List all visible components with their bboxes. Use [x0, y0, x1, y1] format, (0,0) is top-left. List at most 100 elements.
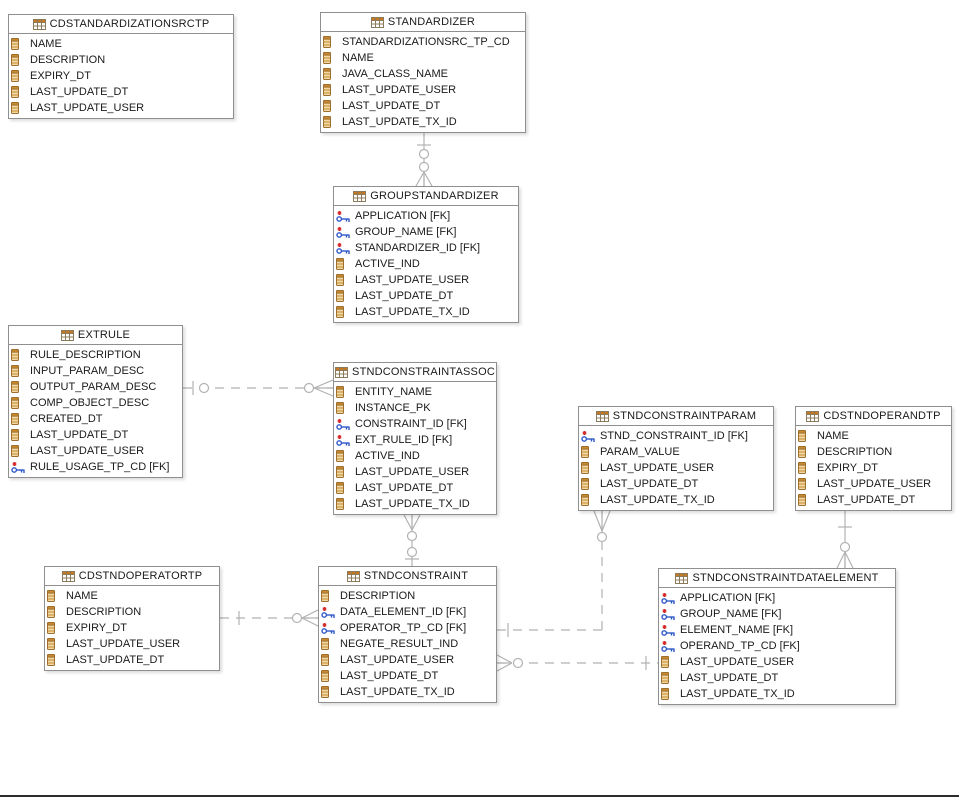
entity-stndconstraintparam[interactable]: STNDCONSTRAINTPARAM STND_CONSTRAINT_ID […: [578, 406, 774, 511]
entity-groupstandardizer[interactable]: GROUPSTANDARDIZER APPLICATION [FK] GROUP…: [333, 186, 519, 323]
column-row[interactable]: LAST_UPDATE_USER: [319, 652, 496, 668]
entity-columns: STND_CONSTRAINT_ID [FK] PARAM_VALUE LAST…: [579, 426, 773, 510]
column-row[interactable]: OPERAND_TP_CD [FK]: [659, 638, 895, 654]
column-row[interactable]: APPLICATION [FK]: [334, 208, 518, 224]
column-row[interactable]: COMP_OBJECT_DESC: [9, 395, 182, 411]
column-row[interactable]: LAST_UPDATE_DT: [9, 84, 233, 100]
column-row[interactable]: STND_CONSTRAINT_ID [FK]: [579, 428, 773, 444]
entity-stndconstraintassoc[interactable]: STNDCONSTRAINTASSOC ENTITY_NAME INSTANCE…: [333, 362, 497, 515]
column-row[interactable]: NEGATE_RESULT_IND: [319, 636, 496, 652]
column-label: DESCRIPTION: [66, 606, 142, 618]
entity-stndconstraintdataelement[interactable]: STNDCONSTRAINTDATAELEMENT APPLICATION [F…: [658, 568, 896, 705]
column-row[interactable]: LAST_UPDATE_TX_ID: [579, 492, 773, 508]
column-row[interactable]: LAST_UPDATE_TX_ID: [659, 686, 895, 702]
entity-standardizer[interactable]: STANDARDIZER STANDARDIZATIONSRC_TP_CD NA…: [320, 12, 526, 133]
column-row[interactable]: CREATED_DT: [9, 411, 182, 427]
column-row[interactable]: INSTANCE_PK: [334, 400, 496, 416]
column-icon: [336, 258, 351, 270]
column-row[interactable]: LAST_UPDATE_DT: [659, 670, 895, 686]
column-row[interactable]: LAST_UPDATE_USER: [9, 443, 182, 459]
entity-extrule[interactable]: EXTRULE RULE_DESCRIPTION INPUT_PARAM_DES…: [8, 325, 183, 478]
column-icon: [323, 36, 338, 48]
column-icon: [47, 606, 62, 618]
column-row[interactable]: LAST_UPDATE_USER: [321, 82, 525, 98]
rel-extrule-stndconstraintassoc[interactable]: [183, 379, 334, 397]
column-row[interactable]: DESCRIPTION: [796, 444, 951, 460]
column-row[interactable]: LAST_UPDATE_USER: [659, 654, 895, 670]
rel-cdstndoperatortp-stndconstraint[interactable]: [220, 609, 319, 627]
column-row[interactable]: CONSTRAINT_ID [FK]: [334, 416, 496, 432]
fk-key-icon: [11, 461, 26, 474]
column-label: CONSTRAINT_ID [FK]: [355, 418, 467, 430]
column-row[interactable]: LAST_UPDATE_USER: [334, 272, 518, 288]
column-row[interactable]: EXT_RULE_ID [FK]: [334, 432, 496, 448]
column-label: OPERATOR_TP_CD [FK]: [340, 622, 467, 634]
column-row[interactable]: LAST_UPDATE_DT: [334, 480, 496, 496]
column-row[interactable]: LAST_UPDATE_DT: [319, 668, 496, 684]
column-row[interactable]: STANDARDIZATIONSRC_TP_CD: [321, 34, 525, 50]
column-row[interactable]: OUTPUT_PARAM_DESC: [9, 379, 182, 395]
column-row[interactable]: EXPIRY_DT: [9, 68, 233, 84]
column-label: DESCRIPTION: [340, 590, 416, 602]
column-row[interactable]: OPERATOR_TP_CD [FK]: [319, 620, 496, 636]
rel-stndconstraint-stndconstraintparam[interactable]: [497, 510, 611, 637]
rel-stndconstraintdataelement-stndconstraint[interactable]: [496, 654, 658, 672]
column-row[interactable]: EXPIRY_DT: [45, 620, 219, 636]
column-label: LAST_UPDATE_USER: [600, 462, 715, 474]
column-row[interactable]: EXPIRY_DT: [796, 460, 951, 476]
fk-key-icon: [336, 226, 351, 239]
column-row[interactable]: LAST_UPDATE_TX_ID: [334, 496, 496, 512]
column-icon: [798, 478, 813, 490]
column-row[interactable]: LAST_UPDATE_USER: [579, 460, 773, 476]
column-row[interactable]: APPLICATION [FK]: [659, 590, 895, 606]
column-icon: [798, 430, 813, 442]
column-row[interactable]: NAME: [321, 50, 525, 66]
rel-stndconstraint-stndconstraintassoc[interactable]: [403, 514, 421, 566]
column-row[interactable]: LAST_UPDATE_DT: [45, 652, 219, 668]
column-label: LAST_UPDATE_DT: [342, 100, 441, 112]
column-row[interactable]: PARAM_VALUE: [579, 444, 773, 460]
column-row[interactable]: ACTIVE_IND: [334, 448, 496, 464]
column-row[interactable]: LAST_UPDATE_DT: [579, 476, 773, 492]
column-row[interactable]: ELEMENT_NAME [FK]: [659, 622, 895, 638]
column-row[interactable]: INPUT_PARAM_DESC: [9, 363, 182, 379]
column-row[interactable]: DESCRIPTION: [9, 52, 233, 68]
column-row[interactable]: NAME: [45, 588, 219, 604]
column-row[interactable]: LAST_UPDATE_DT: [334, 288, 518, 304]
column-label: LAST_UPDATE_DT: [680, 672, 779, 684]
column-row[interactable]: DATA_ELEMENT_ID [FK]: [319, 604, 496, 620]
column-row[interactable]: DESCRIPTION: [45, 604, 219, 620]
column-row[interactable]: LAST_UPDATE_USER: [45, 636, 219, 652]
entity-cdstndoperandtp[interactable]: CDSTNDOPERANDTP NAME DESCRIPTION EXPIRY_…: [795, 406, 952, 511]
column-row[interactable]: ACTIVE_IND: [334, 256, 518, 272]
column-row[interactable]: ENTITY_NAME: [334, 384, 496, 400]
column-row[interactable]: LAST_UPDATE_USER: [334, 464, 496, 480]
column-row[interactable]: GROUP_NAME [FK]: [659, 606, 895, 622]
column-icon: [661, 672, 676, 684]
column-row[interactable]: STANDARDIZER_ID [FK]: [334, 240, 518, 256]
column-row[interactable]: LAST_UPDATE_USER: [9, 100, 233, 116]
column-row[interactable]: RULE_DESCRIPTION: [9, 347, 182, 363]
column-icon: [11, 349, 26, 361]
entity-cdstandardizationsrctp[interactable]: CDSTANDARDIZATIONSRCTP NAME DESCRIPTION …: [8, 14, 234, 119]
column-row[interactable]: LAST_UPDATE_DT: [321, 98, 525, 114]
entity-cdstndoperatortp[interactable]: CDSTNDOPERATORTP NAME DESCRIPTION EXPIRY…: [44, 566, 220, 671]
column-row[interactable]: NAME: [796, 428, 951, 444]
column-row[interactable]: LAST_UPDATE_TX_ID: [321, 114, 525, 130]
column-row[interactable]: LAST_UPDATE_TX_ID: [319, 684, 496, 700]
column-row[interactable]: DESCRIPTION: [319, 588, 496, 604]
column-icon: [47, 622, 62, 634]
entity-stndconstraint[interactable]: STNDCONSTRAINT DESCRIPTION DATA_ELEMENT_…: [318, 566, 497, 703]
rel-standardizer-groupstandardizer[interactable]: [415, 133, 433, 187]
column-row[interactable]: LAST_UPDATE_USER: [796, 476, 951, 492]
column-label: NAME: [30, 38, 62, 50]
column-row[interactable]: LAST_UPDATE_DT: [9, 427, 182, 443]
column-label: OPERAND_TP_CD [FK]: [680, 640, 800, 652]
column-row[interactable]: RULE_USAGE_TP_CD [FK]: [9, 459, 182, 475]
column-row[interactable]: LAST_UPDATE_TX_ID: [334, 304, 518, 320]
column-row[interactable]: GROUP_NAME [FK]: [334, 224, 518, 240]
column-row[interactable]: LAST_UPDATE_DT: [796, 492, 951, 508]
column-row[interactable]: NAME: [9, 36, 233, 52]
rel-cdstndoperandtp-stndconstraintdataelement[interactable]: [836, 511, 854, 569]
column-row[interactable]: JAVA_CLASS_NAME: [321, 66, 525, 82]
